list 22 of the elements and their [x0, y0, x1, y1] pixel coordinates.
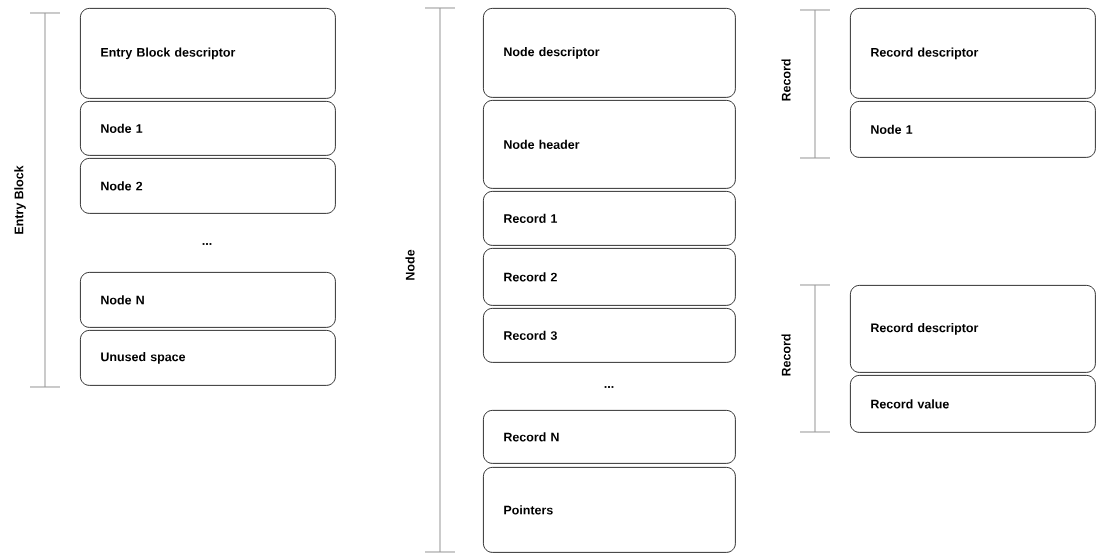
record-box: Record descriptor	[850, 8, 1096, 99]
bracket-label: Node	[405, 249, 415, 280]
record-box: Pointers	[483, 467, 736, 553]
record-box: Record 2	[483, 248, 736, 306]
record-box: Entry Block descriptor	[80, 8, 336, 99]
record-box: Unused space	[80, 330, 336, 386]
record-box: Record 1	[483, 191, 736, 246]
record-box: Record value	[850, 375, 1096, 433]
ellipsis: ...	[604, 386, 614, 388]
record-box: Node 1	[80, 101, 336, 156]
bracket-label: Record	[781, 334, 791, 376]
record-box: Node N	[80, 272, 336, 328]
record-box: Node 2	[80, 158, 336, 214]
record-box: Node descriptor	[483, 8, 736, 98]
record-box: Record N	[483, 410, 736, 464]
record-box: Node header	[483, 100, 736, 189]
record-box: Record 3	[483, 308, 736, 363]
bracket-label: Record	[781, 59, 791, 101]
bracket-label: Entry Block	[14, 165, 26, 234]
record-box: Node 1	[850, 101, 1096, 158]
record-box: Record descriptor	[850, 285, 1096, 373]
ellipsis: ...	[202, 243, 212, 245]
